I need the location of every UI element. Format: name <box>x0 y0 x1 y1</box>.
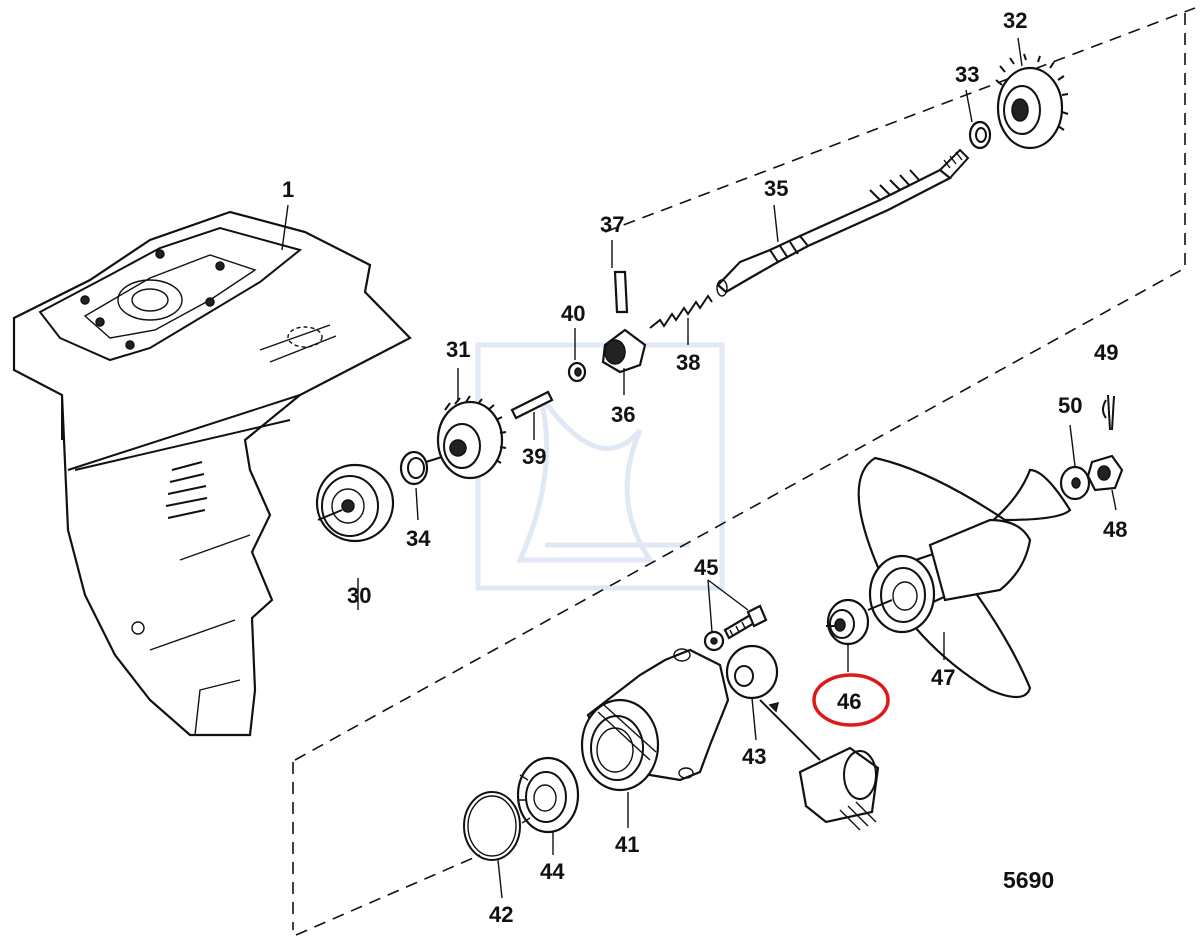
washer-part-50 <box>1059 465 1091 501</box>
label-part-42: 42 <box>489 902 513 927</box>
label-part-38: 38 <box>676 350 700 375</box>
watermark-logo <box>475 342 725 591</box>
label-part-30: 30 <box>347 583 371 608</box>
shaft-part-35 <box>716 148 970 297</box>
installation-tool <box>798 746 880 831</box>
cotter-pin-part-49 <box>1102 394 1115 431</box>
label-part-45: 45 <box>694 555 718 580</box>
label-part-35: 35 <box>764 176 788 201</box>
propeller-part-47 <box>857 456 1072 699</box>
label-part-1: 1 <box>282 177 294 202</box>
label-part-36: 36 <box>611 402 635 427</box>
label-part-37: 37 <box>600 212 624 237</box>
gear-part-31 <box>436 395 507 480</box>
label-part-32: 32 <box>1003 8 1027 33</box>
spring-part-38 <box>649 294 713 329</box>
o-ring-part-42 <box>463 791 521 861</box>
pin-part-37 <box>613 270 629 314</box>
leader-lines <box>281 37 1117 899</box>
highlight-circle <box>812 673 890 727</box>
thrust-washer-part-43 <box>725 644 821 761</box>
label-part-33: 33 <box>955 62 979 87</box>
bolt-part-45 <box>703 604 768 652</box>
nut-part-48 <box>1086 454 1124 492</box>
clutch-part-36 <box>601 328 647 374</box>
label-part-48: 48 <box>1103 517 1127 542</box>
label-part-47: 47 <box>931 665 955 690</box>
gear-housing-part-1 <box>12 210 412 737</box>
ring-part-40 <box>567 361 587 383</box>
dashed-boundary <box>292 7 1196 936</box>
label-part-34: 34 <box>406 526 431 551</box>
pin-part-39 <box>510 390 554 420</box>
bearing-part-44 <box>516 756 580 834</box>
label-part-31: 31 <box>446 337 470 362</box>
label-part-43: 43 <box>742 744 766 769</box>
bushing-part-46 <box>826 598 870 646</box>
label-part-50: 50 <box>1058 393 1082 418</box>
figure-number: 5690 <box>1003 867 1054 893</box>
washer-part-33 <box>968 120 992 150</box>
label-part-39: 39 <box>522 444 546 469</box>
label-part-49: 49 <box>1094 340 1118 365</box>
label-part-44: 44 <box>540 859 565 884</box>
bearing-carrier-part-41 <box>580 648 730 792</box>
label-part-46: 46 <box>837 689 861 714</box>
gear-part-32 <box>995 53 1069 150</box>
part-labels: 1 30 31 32 33 34 35 36 37 38 39 40 41 42… <box>282 8 1127 927</box>
label-part-41: 41 <box>615 832 639 857</box>
label-part-40: 40 <box>561 301 585 326</box>
washer-part-34 <box>399 450 446 486</box>
bearing-part-30 <box>315 463 395 543</box>
